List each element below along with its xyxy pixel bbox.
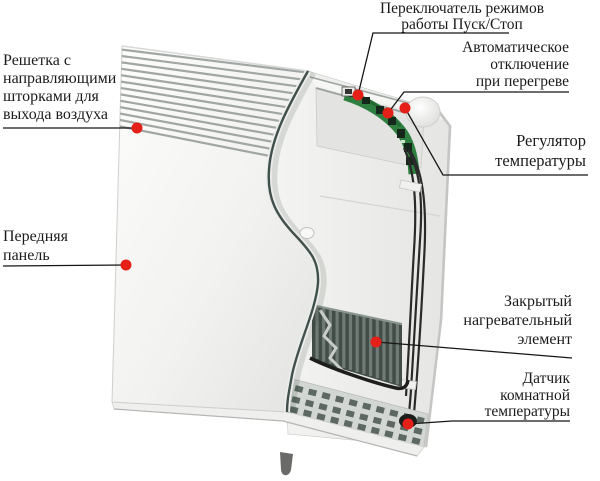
thermostat-knob bbox=[405, 96, 441, 128]
cutaway-torn-edge bbox=[318, 309, 344, 372]
panel-clip-knob bbox=[299, 227, 315, 239]
marker-front-panel bbox=[120, 259, 132, 271]
marker-mode-switch bbox=[352, 89, 364, 101]
leader-auto-off bbox=[387, 91, 569, 114]
mounting-foot bbox=[280, 452, 293, 476]
marker-auto-off bbox=[382, 107, 394, 119]
leader-heating-element bbox=[375, 341, 573, 359]
leader-room-sensor bbox=[407, 420, 570, 425]
marker-dots bbox=[120, 89, 414, 430]
leader-front-panel bbox=[2, 264, 127, 267]
label-front-panel: Передняя панель bbox=[3, 228, 68, 264]
label-grille: Решетка с направляющими шторками для вых… bbox=[3, 52, 117, 123]
label-auto-off: Автоматическое отключение при перегреве bbox=[462, 39, 569, 90]
marker-room-sensor bbox=[402, 418, 414, 430]
cutaway-edge bbox=[267, 70, 320, 413]
label-temp-regulator: Регулятор температуры bbox=[495, 131, 586, 170]
back-panel-right-edge bbox=[424, 110, 452, 448]
cable-clip bbox=[398, 179, 423, 193]
marker-heating-element bbox=[370, 336, 382, 348]
leader-lines bbox=[2, 32, 588, 425]
heating-element bbox=[309, 304, 410, 391]
leader-temp-regulator bbox=[404, 107, 588, 176]
label-room-sensor: Датчик комнатной температуры bbox=[484, 370, 570, 420]
label-heating-element: Закрытый нагревательный элемент bbox=[463, 293, 572, 348]
heating-tube bbox=[309, 356, 410, 391]
marker-temp-regulator bbox=[399, 102, 411, 114]
leader-mode-switch bbox=[357, 32, 509, 96]
marker-grille bbox=[131, 122, 143, 134]
label-mode-switch: Переключатель режимов работы Пуск/Стоп bbox=[379, 0, 545, 33]
